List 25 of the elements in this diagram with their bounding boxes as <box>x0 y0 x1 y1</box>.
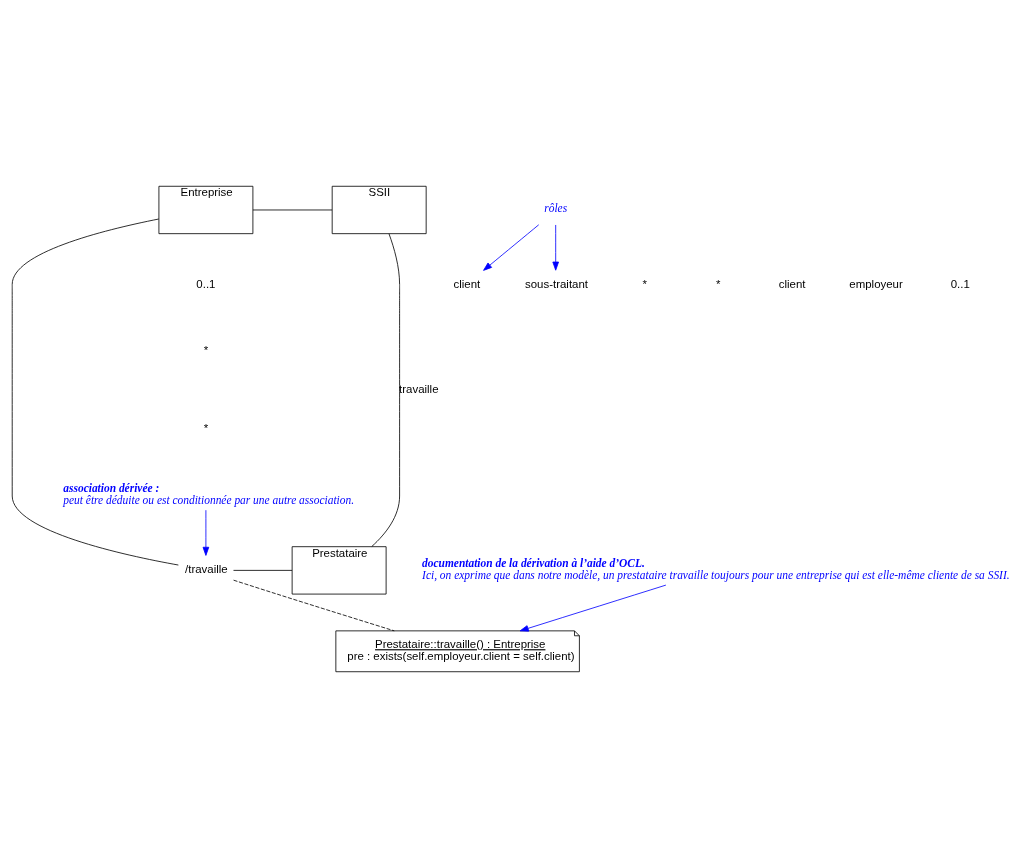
label: * <box>642 277 648 290</box>
node-text: association dérivée : peut être déduite ou est conditionnée par une autre association. <box>63 481 355 506</box>
connector <box>233 579 395 631</box>
label: employeur <box>849 277 903 290</box>
node-text: rôles <box>544 201 568 214</box>
label: * <box>203 421 209 434</box>
label: 0..1 <box>950 277 970 290</box>
node-box: SSII <box>331 185 427 234</box>
connector <box>11 218 179 565</box>
label: client <box>778 277 806 290</box>
arrow <box>552 224 559 271</box>
node-text: sous-traitant <box>525 277 588 290</box>
label: * <box>716 277 721 290</box>
arrow <box>202 509 210 556</box>
label: * <box>203 343 209 356</box>
node-box: Prestataire <box>291 545 387 594</box>
node-text: client <box>453 277 481 290</box>
arrow <box>519 584 667 632</box>
node-text: /travaille <box>185 562 228 575</box>
arrow <box>483 223 540 271</box>
node-text: documentation de la dérivation à l’aide d’OCL. Ici, on exprime que dans notre modèle, un prestataire travaille toujours pour une entreprise qui est elle-même cliente de sa SSII. <box>422 556 1010 581</box>
connector <box>233 569 293 571</box>
connector <box>371 232 400 547</box>
label: 0..1 <box>196 277 216 290</box>
node-box: Entreprise <box>158 185 254 234</box>
